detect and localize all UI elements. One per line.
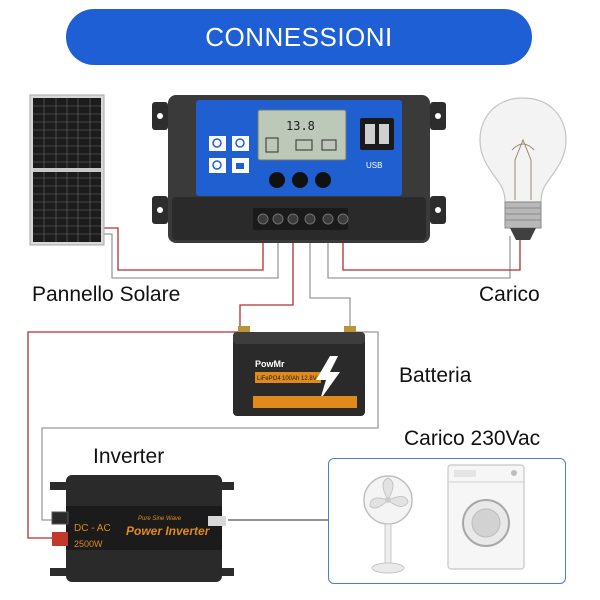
lightning-icon <box>316 356 340 400</box>
controller-terminals <box>253 208 349 230</box>
usb-label: USB <box>366 161 382 170</box>
banner-title: CONNESSIONI <box>205 21 393 52</box>
inverter-wave: Pure Sine Wave <box>138 516 182 522</box>
inverter-power: 2500W <box>74 539 103 549</box>
inverter-name: Power Inverter <box>126 524 211 538</box>
inverter-type: DC - AC <box>74 523 111 534</box>
ac-load-box <box>328 458 566 584</box>
controller-button-right <box>315 172 331 188</box>
battery-label: Batteria <box>399 364 472 387</box>
load-label: Carico <box>479 283 540 306</box>
battery-spec: 100Ah 12.8V <box>282 376 317 382</box>
wires <box>27 227 521 539</box>
battery-brand: PowMr <box>255 359 285 369</box>
controller-button-middle <box>292 172 308 188</box>
lcd-reading: 13.8 <box>286 119 315 133</box>
battery-tag: LiFePO4 <box>257 376 281 382</box>
light-bulb-icon <box>479 97 567 240</box>
solar-panel-label: Pannello Solare <box>32 283 181 306</box>
battery: PowMr LiFePO4 100Ah 12.8V <box>233 326 365 416</box>
charge-controller: 13.8 USB <box>152 95 446 243</box>
title-banner: CONNESSIONI <box>66 9 532 65</box>
inverter-label: Inverter <box>93 445 165 468</box>
controller-button-left <box>269 172 285 188</box>
solar-panel <box>29 94 105 246</box>
power-inverter: DC - AC Pure Sine Wave Power Inverter 25… <box>50 475 234 582</box>
ac-load-label: Carico 230Vac <box>404 427 541 450</box>
